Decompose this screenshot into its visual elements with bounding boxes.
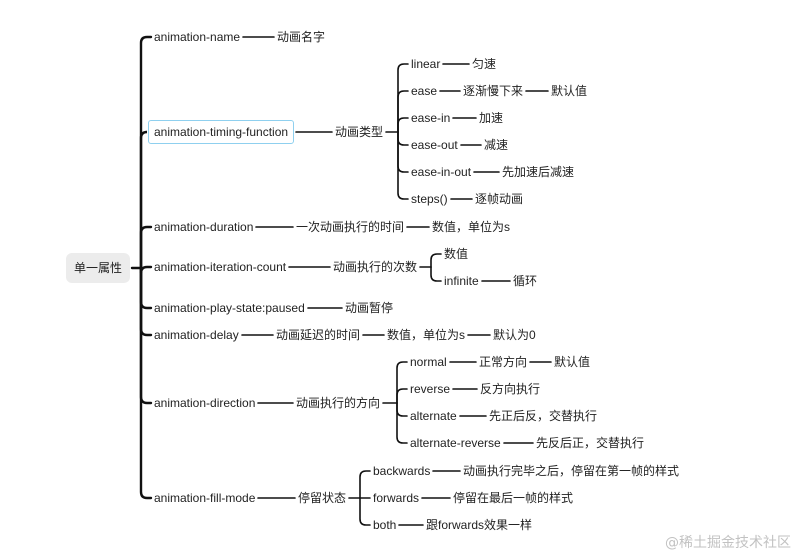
- node-timing-steps[interactable]: steps(): [410, 191, 449, 207]
- node-fill-backwards-desc[interactable]: 动画执行完毕之后，停留在第一帧的样式: [462, 463, 681, 479]
- connector-timing: [139, 130, 148, 270]
- connector-iter-num: [430, 253, 442, 268]
- branch-animation-play-state[interactable]: animation-play-state:paused: [153, 300, 306, 316]
- node-iteration-infinite-desc[interactable]: 循环: [512, 273, 539, 289]
- node-timing-linear[interactable]: linear: [410, 56, 442, 72]
- node-iteration-infinite[interactable]: infinite: [443, 273, 480, 289]
- connector-d-alt: [396, 402, 408, 417]
- node-timing-ease-in-desc[interactable]: 加速: [478, 110, 505, 126]
- node-timing-steps-desc[interactable]: 逐帧动画: [474, 191, 525, 207]
- node-fill-backwards[interactable]: backwards: [372, 463, 432, 479]
- connector-t-ease: [397, 90, 409, 133]
- node-animation-name-desc[interactable]: 动画名字: [276, 29, 327, 45]
- node-direction-alternate-reverse[interactable]: alternate-reverse: [409, 435, 502, 451]
- node-direction-reverse-desc[interactable]: 反方向执行: [479, 381, 542, 397]
- node-direction-reverse[interactable]: reverse: [409, 381, 452, 397]
- root-node[interactable]: 单一属性: [66, 253, 131, 283]
- node-direction-desc[interactable]: 动画执行的方向: [295, 395, 382, 411]
- node-direction-normal-desc[interactable]: 正常方向: [478, 354, 529, 370]
- connector-t-linear: [397, 63, 409, 133]
- node-direction-alternate-desc[interactable]: 先正后反，交替执行: [488, 408, 599, 424]
- node-timing-type[interactable]: 动画类型: [334, 124, 385, 140]
- node-iteration-number[interactable]: 数值: [443, 246, 470, 262]
- branch-animation-iteration-count[interactable]: animation-iteration-count: [153, 259, 288, 275]
- node-timing-ease-default[interactable]: 默认值: [550, 83, 589, 99]
- node-direction-normal[interactable]: normal: [409, 354, 448, 370]
- node-fill-forwards-desc[interactable]: 停留在最后一帧的样式: [452, 490, 575, 506]
- connector-d-altrev: [396, 402, 408, 444]
- node-fill-forwards[interactable]: forwards: [372, 490, 421, 506]
- branch-animation-duration[interactable]: animation-duration: [153, 219, 255, 235]
- node-fill-both-desc[interactable]: 跟forwards效果一样: [425, 517, 534, 533]
- node-fill-mode-desc[interactable]: 停留状态: [297, 490, 348, 506]
- branch-animation-timing-function[interactable]: animation-timing-function: [148, 120, 295, 144]
- node-timing-linear-desc[interactable]: 匀速: [471, 56, 498, 72]
- connector-t-steps: [397, 131, 409, 200]
- branch-animation-delay[interactable]: animation-delay: [153, 327, 240, 343]
- node-direction-normal-default[interactable]: 默认值: [553, 354, 592, 370]
- watermark-text: @稀土掘金技术社区: [665, 535, 791, 551]
- connector-t-easeout: [397, 131, 409, 146]
- node-play-state-desc[interactable]: 动画暂停: [344, 300, 395, 316]
- node-timing-ease-in-out-desc[interactable]: 先加速后减速: [501, 164, 576, 180]
- node-delay-default[interactable]: 默认为0: [492, 327, 537, 343]
- connector-playstate: [139, 266, 153, 310]
- connector-name: [139, 35, 153, 270]
- node-timing-ease[interactable]: ease: [410, 83, 439, 99]
- node-timing-ease-in[interactable]: ease-in: [410, 110, 452, 126]
- node-delay-unit[interactable]: 数值，单位为s: [386, 327, 467, 343]
- connector-t-easein: [397, 117, 409, 133]
- branch-animation-direction[interactable]: animation-direction: [153, 395, 257, 411]
- connector-f-both: [359, 497, 371, 526]
- connector-duration: [139, 225, 153, 270]
- node-direction-alternate-reverse-desc[interactable]: 先反后正，交替执行: [535, 435, 646, 451]
- node-duration-unit[interactable]: 数值，单位为s: [431, 219, 512, 235]
- node-timing-ease-out[interactable]: ease-out: [410, 137, 459, 153]
- connector-iter-inf: [430, 266, 442, 282]
- connector-t-easeinout: [397, 131, 409, 173]
- connector-d-normal: [396, 361, 408, 404]
- node-direction-alternate[interactable]: alternate: [409, 408, 458, 424]
- node-iteration-desc[interactable]: 动画执行的次数: [332, 259, 419, 275]
- connector-f-back: [359, 470, 371, 499]
- connector-iteration: [139, 265, 153, 274]
- branch-animation-fill-mode[interactable]: animation-fill-mode: [153, 490, 257, 506]
- branch-animation-name[interactable]: animation-name: [153, 29, 242, 45]
- node-duration-desc[interactable]: 一次动画执行的时间: [295, 219, 406, 235]
- node-timing-ease-desc[interactable]: 逐渐慢下来: [462, 83, 525, 99]
- node-timing-ease-out-desc[interactable]: 减速: [483, 137, 510, 153]
- connector-fill: [139, 266, 153, 500]
- node-timing-ease-in-out[interactable]: ease-in-out: [410, 164, 473, 180]
- node-delay-desc[interactable]: 动画延迟的时间: [275, 327, 362, 343]
- connector-delay: [139, 266, 153, 337]
- connector-d-reverse: [396, 388, 408, 404]
- node-fill-both[interactable]: both: [372, 517, 398, 533]
